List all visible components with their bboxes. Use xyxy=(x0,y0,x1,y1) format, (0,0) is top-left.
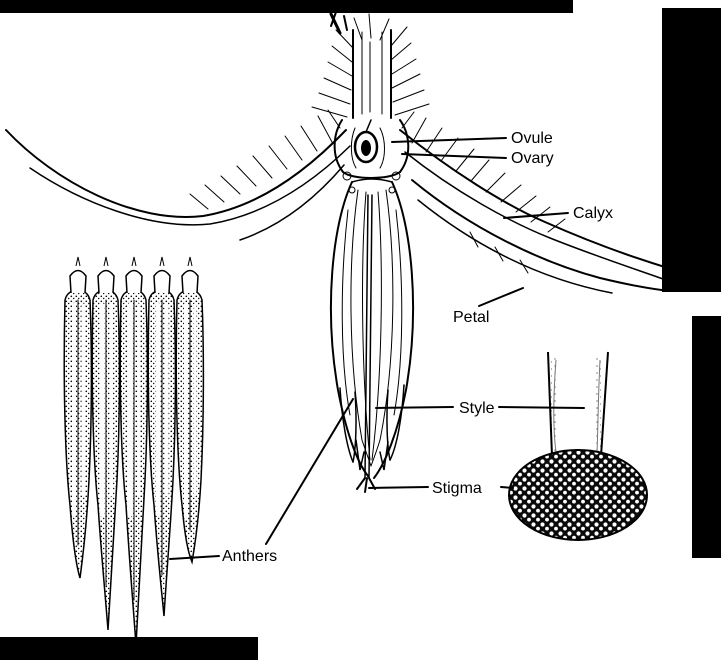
label-ovule: Ovule xyxy=(511,130,553,147)
flower-longitudinal-section xyxy=(5,11,671,493)
calyx-left xyxy=(5,115,351,226)
leader-petal xyxy=(478,287,524,307)
leader-style-right xyxy=(498,406,585,409)
frame-bar-top xyxy=(0,0,573,13)
label-petal: Petal xyxy=(453,309,490,326)
leader-stigma-left xyxy=(368,486,429,489)
ovary-outline xyxy=(333,119,410,181)
leader-stigma-right xyxy=(500,486,514,489)
leader-style-left xyxy=(375,406,454,409)
leader-ovary xyxy=(401,153,507,159)
petal-curves xyxy=(239,164,671,294)
frame-bar-bottom-left xyxy=(0,637,258,660)
frame-bar-right xyxy=(692,316,721,558)
label-style: Style xyxy=(459,400,495,417)
stem xyxy=(352,29,392,119)
label-ovary: Ovary xyxy=(511,150,554,167)
label-anthers: Anthers xyxy=(222,548,278,565)
label-calyx: Calyx xyxy=(573,205,614,222)
stem-apex-tuft xyxy=(329,11,348,35)
frame-bar-top-right xyxy=(662,8,721,292)
leader-anthers-diagonal xyxy=(265,398,354,545)
leader-ovule xyxy=(391,137,507,143)
anther-tips xyxy=(339,384,405,471)
stem-hairs xyxy=(311,13,430,129)
label-stigma: Stigma xyxy=(432,480,482,497)
ovule-shape xyxy=(353,119,379,164)
leader-anthers-left xyxy=(169,555,220,560)
stigma-papillae-cluster xyxy=(508,449,648,541)
style-and-stigma xyxy=(356,194,376,493)
leader-calyx xyxy=(503,212,569,219)
anther-caps xyxy=(69,269,199,294)
calyx-right xyxy=(399,117,669,281)
stigma-detail-view xyxy=(508,351,648,541)
anther-detail-view xyxy=(63,256,205,646)
leader-lines xyxy=(169,137,585,560)
